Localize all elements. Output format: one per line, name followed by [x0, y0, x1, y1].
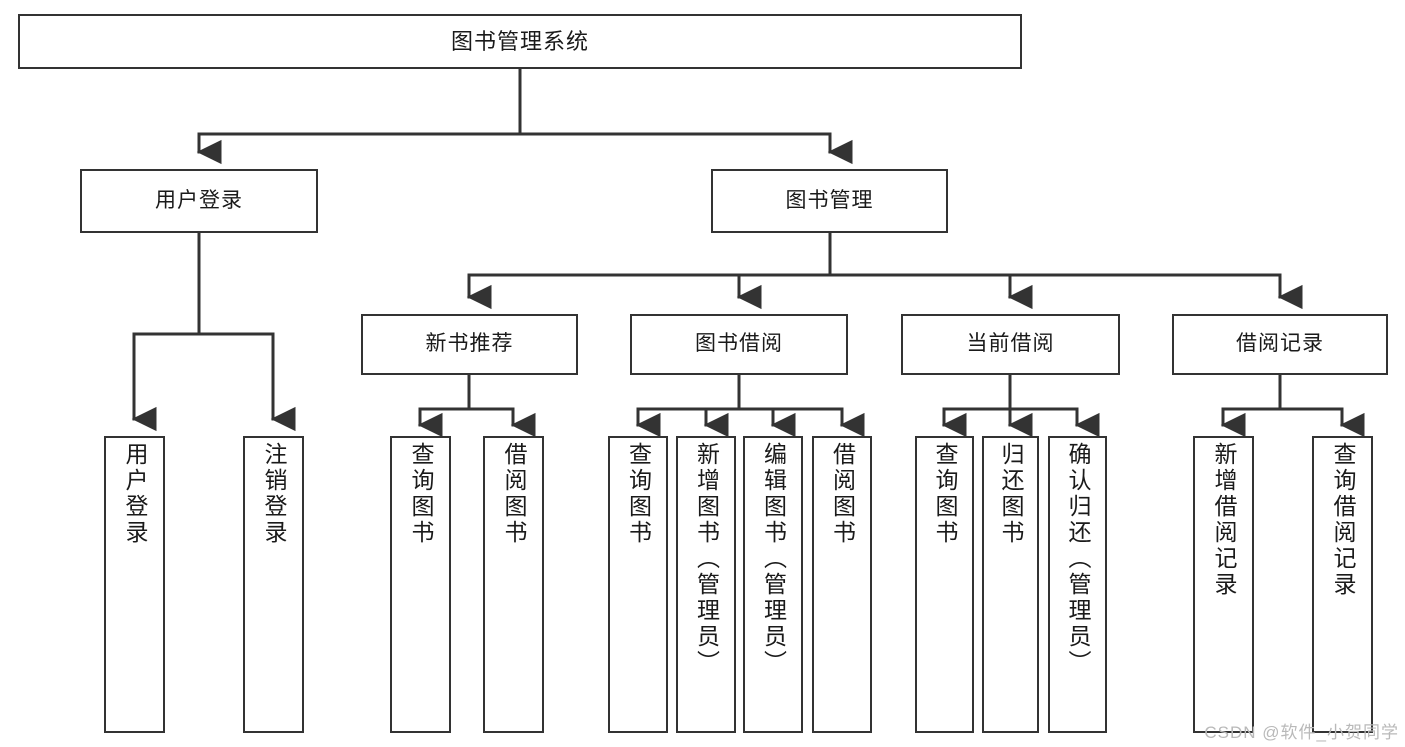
leaf-add-borrow-record-label: 新增借阅记录 [1211, 442, 1237, 598]
node-user-login[interactable]: 用户登录 [80, 169, 318, 233]
leaf-borrow-book-label: 借阅图书 [829, 442, 856, 546]
leaf-add-borrow-record[interactable]: 新增借阅记录 [1193, 436, 1254, 733]
leaf-query-book-recommendation[interactable]: 查询图书 [390, 436, 451, 733]
node-borrow-record-label: 借阅记录 [1236, 332, 1324, 356]
node-current-borrow[interactable]: 当前借阅 [901, 314, 1120, 375]
leaf-query-book-current[interactable]: 查询图书 [915, 436, 974, 733]
csdn-watermark: CSDN @软件_小贺同学 [1204, 723, 1399, 742]
leaf-query-book-borrow-label: 查询图书 [625, 442, 652, 546]
leaf-add-book-admin-label: 新增图书（管理员） [693, 442, 720, 676]
leaf-user-logout-label: 注销登录 [261, 442, 287, 546]
node-user-login-label: 用户登录 [155, 188, 243, 212]
leaf-edit-book-admin[interactable]: 编辑图书（管理员） [743, 436, 803, 733]
leaf-borrow-book[interactable]: 借阅图书 [812, 436, 872, 733]
leaf-confirm-return-admin-label: 确认归还（管理员） [1065, 442, 1091, 676]
leaf-add-book-admin[interactable]: 新增图书（管理员） [676, 436, 736, 733]
leaf-return-book-label: 归还图书 [998, 442, 1024, 546]
leaf-query-borrow-record-label: 查询借阅记录 [1330, 442, 1356, 598]
leaf-borrow-book-recommendation[interactable]: 借阅图书 [483, 436, 544, 733]
leaf-user-login[interactable]: 用户登录 [104, 436, 165, 733]
leaf-borrow-book-recommendation-label: 借阅图书 [501, 442, 527, 546]
node-borrow-record[interactable]: 借阅记录 [1172, 314, 1388, 375]
node-root-label: 图书管理系统 [450, 28, 589, 54]
node-book-manage-label: 图书管理 [785, 188, 874, 212]
leaf-query-book-borrow[interactable]: 查询图书 [608, 436, 668, 733]
leaf-query-borrow-record[interactable]: 查询借阅记录 [1312, 436, 1373, 733]
node-book-borrow[interactable]: 图书借阅 [630, 314, 848, 375]
leaf-return-book[interactable]: 归还图书 [982, 436, 1039, 733]
leaf-edit-book-admin-label: 编辑图书（管理员） [760, 442, 787, 676]
node-current-borrow-label: 当前借阅 [966, 332, 1055, 356]
node-root[interactable]: 图书管理系统 [18, 14, 1022, 69]
leaf-query-book-current-label: 查询图书 [932, 442, 958, 546]
leaf-user-login-label: 用户登录 [122, 442, 148, 546]
node-book-borrow-label: 图书借阅 [695, 332, 783, 356]
leaf-confirm-return-admin[interactable]: 确认归还（管理员） [1048, 436, 1107, 733]
node-new-book-recommendation-label: 新书推荐 [425, 332, 514, 356]
node-book-manage[interactable]: 图书管理 [711, 169, 948, 233]
node-new-book-recommendation[interactable]: 新书推荐 [361, 314, 578, 375]
leaf-query-book-recommendation-label: 查询图书 [408, 442, 434, 546]
leaf-user-logout[interactable]: 注销登录 [243, 436, 304, 733]
